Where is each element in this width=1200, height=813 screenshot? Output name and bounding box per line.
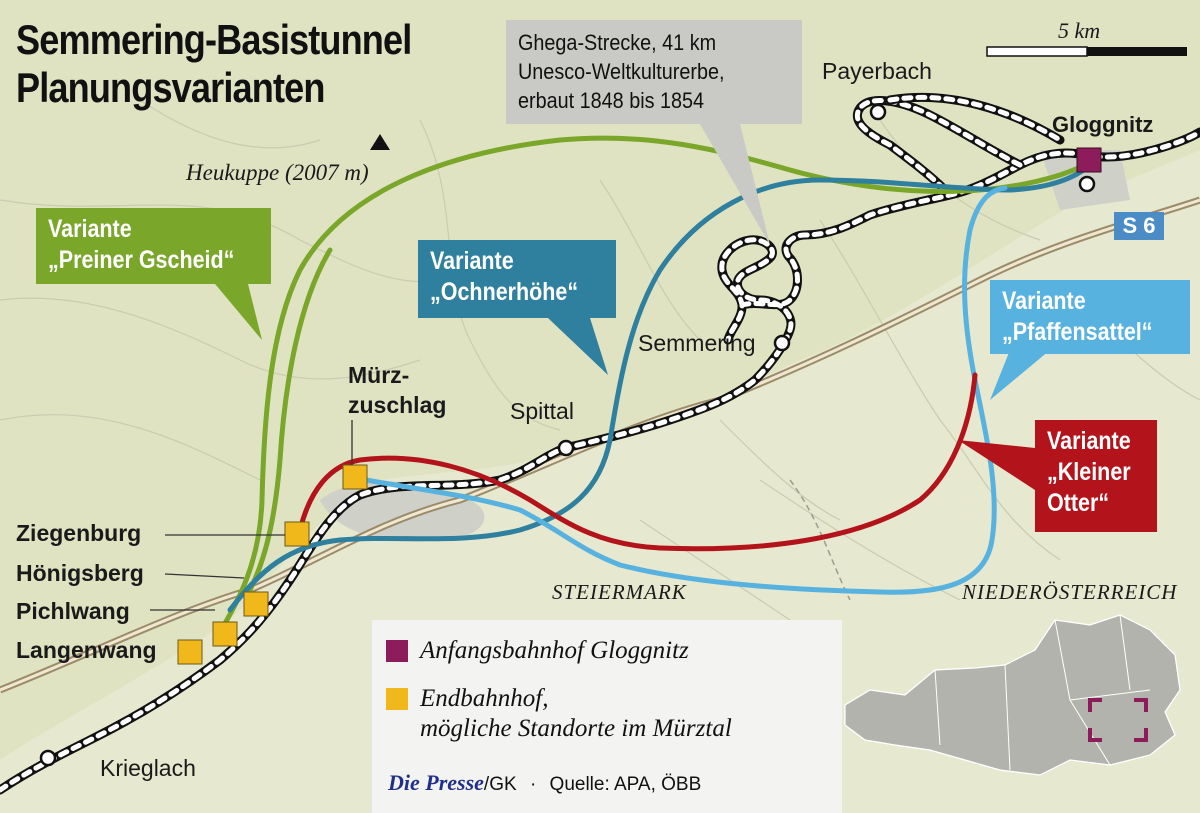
- road-s6-badge: S 6: [1114, 212, 1164, 240]
- otter-callout-pointer: [958, 440, 1035, 490]
- callout-pfaffen-line-1: Variante: [1002, 287, 1086, 315]
- place-payerbach: Payerbach: [822, 58, 932, 84]
- callout-ochnerhoehe: Variante „Ochnerhöhe“: [418, 240, 616, 318]
- ochner-callout-pointer: [548, 318, 608, 375]
- place-hoenigsberg: Hönigsberg: [16, 560, 144, 586]
- route-pfaffensattel: [352, 185, 1008, 595]
- place-langenwang: Langenwang: [16, 637, 157, 663]
- label-leader-lines: [150, 420, 353, 611]
- scale-bar: [986, 46, 1187, 57]
- end-station-markers: [177, 464, 368, 665]
- peak-label: Heukuppe (2007 m): [186, 160, 369, 185]
- ghega-line-3: erbaut 1848 bis 1854: [518, 88, 705, 113]
- callout-kleiner-otter: Variante „Kleiner Otter“: [1035, 420, 1157, 532]
- legend-end-label: Endbahnhof, mögliche Standorte im Mürzta…: [420, 684, 732, 744]
- ghega-callout-pointer: [700, 124, 770, 245]
- source-text: Quelle: APA, ÖBB: [549, 774, 702, 795]
- scale-label: 5 km: [1058, 18, 1101, 43]
- legend-swatch-end: [386, 688, 408, 710]
- callout-pfaffensattel: Variante „Pfaffensattel“: [990, 280, 1190, 354]
- station-markers: [39, 103, 1096, 767]
- callout-otter-line-3: Otter“: [1047, 489, 1110, 517]
- source-brand: Die Presse: [388, 770, 484, 795]
- callout-preiner-line-1: Variante: [48, 215, 132, 243]
- place-ziegenburg: Ziegenburg: [16, 520, 142, 546]
- place-krieglach: Krieglach: [100, 755, 196, 781]
- end-station-hoenigsberg: [243, 591, 269, 617]
- legend-start-label: Anfangsbahnhof Gloggnitz: [420, 637, 689, 664]
- callout-preiner-gscheid: Variante „Preiner Gscheid“: [36, 208, 271, 284]
- legend-swatch-start: [386, 640, 408, 662]
- place-muerz-line-2: zuschlag: [348, 392, 447, 418]
- place-muerzzuschlag: Mürz- zuschlag: [348, 360, 446, 420]
- end-station-langenwang: [177, 639, 203, 665]
- source-line: Die Presse/GK · Quelle: APA, ÖBB: [388, 770, 701, 796]
- title-line-1: Semmering-Basistunnel: [16, 16, 412, 63]
- end-station-muerzzuschlag: [342, 464, 368, 490]
- callout-ochner-line-1: Variante: [430, 247, 514, 275]
- place-pichlwang: Pichlwang: [16, 598, 130, 624]
- end-station-ziegenburg: [284, 521, 310, 547]
- station-krieglach: [39, 749, 57, 767]
- region-niederoesterreich: NIEDERÖSTERREICH: [962, 580, 1178, 604]
- callout-preiner-line-2: „Preiner Gscheid“: [48, 246, 235, 274]
- preiner-callout-pointer: [205, 272, 262, 340]
- callout-otter-line-2: „Kleiner: [1047, 458, 1131, 486]
- station-spittal: [557, 439, 575, 457]
- callout-pfaffen-line-2: „Pfaffensattel“: [1002, 318, 1153, 346]
- map-title: Semmering-Basistunnel Planungsvarianten: [16, 16, 476, 112]
- start-station-gloggnitz: [1076, 147, 1102, 173]
- end-station-pichlwang: [212, 621, 238, 647]
- legend-end-line-2: mögliche Standorte im Mürztal: [420, 715, 732, 742]
- title-line-2: Planungsvarianten: [16, 64, 325, 111]
- station-gloggnitz-circle: [1078, 175, 1096, 193]
- route-preiner-gscheid-2: [247, 247, 333, 593]
- source-separator: ·: [529, 774, 537, 795]
- ghega-line-1: Ghega-Strecke, 41 km: [518, 30, 717, 55]
- legend-end-line-1: Endbahnhof,: [420, 685, 549, 712]
- peak-triangle-icon: [370, 134, 390, 150]
- station-semmering: [773, 334, 791, 352]
- route-kleiner-otter: [297, 372, 978, 552]
- pfaffen-callout-pointer: [990, 350, 1050, 400]
- station-payerbach: [869, 103, 887, 121]
- region-steiermark: STEIERMARK: [552, 580, 687, 604]
- place-semmering: Semmering: [638, 330, 756, 356]
- source-suffix: /GK: [483, 774, 517, 795]
- route-ochnerhoehe: [227, 162, 1093, 613]
- ghega-info-box: Ghega-Strecke, 41 km Unesco-Weltkulturer…: [506, 20, 802, 124]
- place-gloggnitz: Gloggnitz: [1052, 112, 1154, 137]
- ghega-railway: [0, 92, 1200, 795]
- place-muerz-line-1: Mürz-: [348, 362, 410, 388]
- callout-ochner-line-2: „Ochnerhöhe“: [430, 278, 579, 306]
- ghega-line-2: Unesco-Weltkulturerbe,: [518, 59, 725, 84]
- place-spittal: Spittal: [510, 398, 574, 424]
- callout-otter-line-1: Variante: [1047, 427, 1131, 455]
- legend-panel: [372, 620, 842, 813]
